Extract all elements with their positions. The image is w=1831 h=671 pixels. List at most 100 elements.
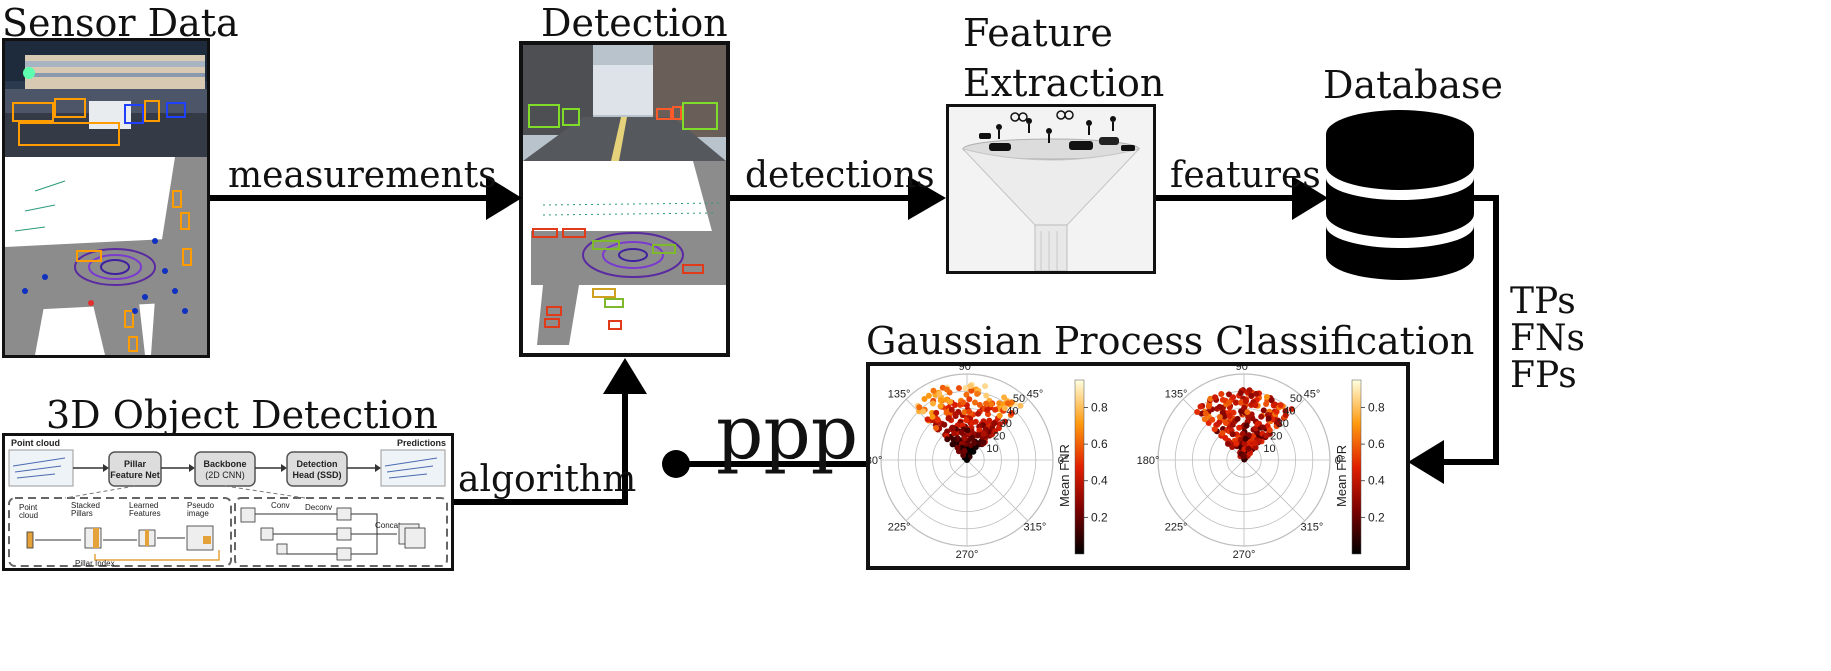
detections-arrowhead [908, 176, 946, 220]
scatter-point [975, 432, 981, 439]
colorbar-label: Mean FNR [1057, 444, 1072, 507]
fns-label: FNs [1510, 318, 1585, 359]
scatter-point [971, 439, 978, 446]
colorbar-label: Mean FPR [1334, 445, 1349, 507]
radial-tick-label: 40 [1283, 406, 1295, 418]
radial-tick-label: 50 [1290, 393, 1302, 405]
scatter-point [1244, 409, 1251, 416]
scatter-point [1201, 416, 1208, 423]
scatter-point [952, 402, 958, 408]
feature-extraction-title-line1: Feature [963, 11, 1113, 55]
conv-label: Conv [271, 501, 290, 510]
scatter-point [933, 425, 940, 431]
scatter-point [1225, 440, 1231, 447]
scatter-point [1260, 407, 1267, 414]
fps-label: FPs [1510, 355, 1577, 396]
sub-point-label-1: Point [19, 503, 38, 512]
learned-features-label-1: Learned [129, 501, 158, 510]
radial-tick-label: 10 [1263, 443, 1275, 455]
scatter-point [1216, 403, 1223, 410]
database-title: Database [1323, 63, 1504, 107]
scatter-point [996, 412, 1003, 419]
scatter-point [1246, 387, 1253, 394]
scatter-point [916, 404, 923, 411]
pseudo-image-label-2: image [187, 509, 209, 518]
scatter-point [1194, 409, 1201, 415]
scatter-point [937, 403, 944, 409]
measurements-label: measurements [228, 155, 497, 196]
angle-tick-label: 0° [1058, 455, 1069, 467]
sensor-data-scene [5, 41, 207, 355]
colorbar-tick-label: 0.6 [1091, 437, 1108, 451]
scatter-point [1241, 404, 1248, 411]
scatter-point [967, 383, 974, 389]
head-label-1: Detection [296, 459, 337, 469]
scatter-point [1233, 440, 1240, 447]
scatter-point [1263, 394, 1270, 400]
learned-features-label-2: Features [129, 509, 161, 518]
sensor-data-image [2, 38, 210, 358]
scatter-point [1219, 409, 1226, 416]
polar-spoke [1243, 459, 1306, 522]
scatter-point [988, 401, 995, 408]
scatter-point [947, 398, 954, 405]
concat-label: Concat [375, 521, 401, 530]
radial-tick-label: 10 [986, 443, 998, 455]
scatter-point [1238, 399, 1245, 406]
scatter-point [1230, 394, 1237, 401]
radial-tick-label: 50 [1013, 393, 1025, 405]
ppp-label: ppp [716, 390, 859, 476]
scatter-point [1241, 440, 1248, 447]
head-label-2: Head (SSD) [292, 470, 341, 480]
scatter-point [969, 434, 976, 441]
object-detection-title: 3D Object Detection [46, 393, 438, 437]
radial-tick-label: 20 [1270, 431, 1282, 443]
radial-tick-label: 20 [993, 431, 1005, 443]
scatter-point [1236, 424, 1243, 431]
scatter-point [1256, 438, 1263, 444]
predictions-label: Predictions [397, 438, 446, 448]
colorbar-tick-label: 0.4 [1368, 474, 1385, 488]
scatter-point [944, 436, 951, 443]
scatter-point [948, 406, 955, 413]
scatter-point [964, 427, 971, 434]
scatter-point [1229, 431, 1236, 438]
scatter-point [962, 385, 969, 392]
angle-tick-label: 225° [888, 522, 911, 534]
scatter-point [992, 428, 998, 435]
scatter-point [944, 428, 951, 435]
scatter-point [960, 399, 967, 406]
scatter-point [972, 399, 978, 406]
sub-point-label-2: cloud [19, 511, 38, 520]
scatter-point [1216, 419, 1223, 426]
polar-spoke [966, 459, 1029, 522]
scatter-point [1001, 394, 1008, 401]
scatter-point [1226, 412, 1233, 419]
scatter-point [1254, 421, 1261, 427]
feature-extraction-image [946, 104, 1156, 274]
scatter-point [1245, 445, 1252, 452]
scatter-point [1272, 401, 1278, 408]
tps-label: TPs [1510, 281, 1576, 322]
angle-tick-label: 0° [1335, 455, 1346, 467]
colorbar-tick-label: 0.4 [1091, 474, 1108, 488]
detection-image [519, 41, 730, 357]
angle-tick-label: 270° [956, 549, 979, 561]
scatter-point [983, 392, 990, 399]
features-arrowhead [1292, 176, 1328, 220]
scatter-point [974, 390, 981, 397]
angle-tick-label: 180° [870, 455, 882, 467]
polar-plot-fpr: 90°45°0°315°270°225°180°135°10203040500.… [1137, 366, 1385, 561]
angle-tick-label: 90° [1236, 366, 1253, 373]
scatter-point [1008, 410, 1015, 416]
gpc-polar-plots: 90°45°0°315°270°225°180°135°10203040500.… [870, 366, 1385, 561]
polar-plot-fnr: 90°45°0°315°270°225°180°135°10203040500.… [870, 366, 1108, 561]
scatter-point [1222, 434, 1229, 441]
scatter-point [945, 415, 952, 422]
scatter-point [986, 417, 993, 424]
pillar-index-label: Pillar Index [75, 559, 115, 568]
scatter-point [961, 448, 968, 454]
scatter-point [1282, 412, 1289, 418]
scatter-point [1205, 403, 1212, 410]
backbone-label-2: (2D CNN) [205, 470, 245, 480]
